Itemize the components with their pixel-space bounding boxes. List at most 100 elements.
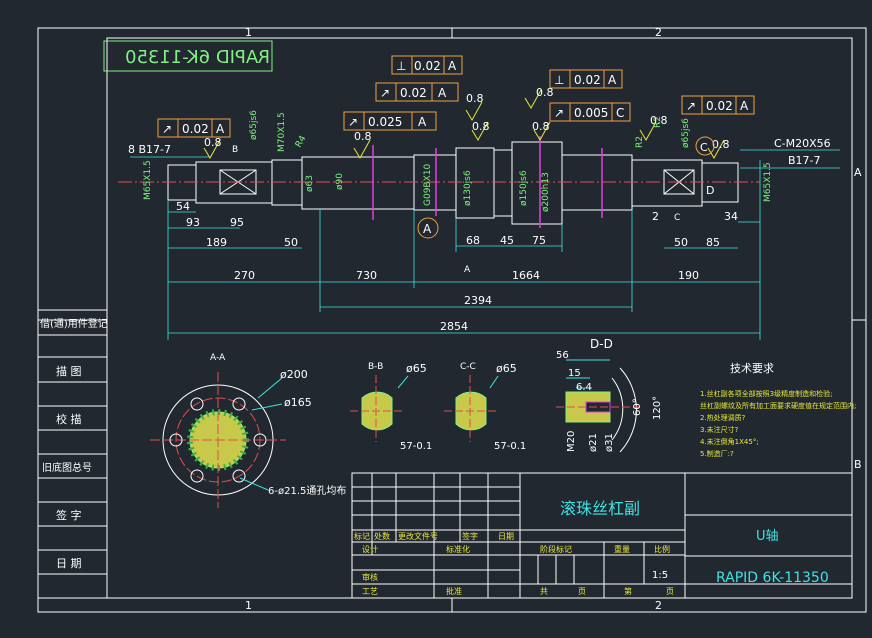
tb-weight: 重量 [614,544,630,554]
zone-2-top: 2 [655,26,662,39]
zone-2-bottom: 2 [655,599,662,612]
label-b17-right: B17-7 [788,154,821,167]
section-cc-dim: 57-0.1 [494,441,526,452]
section-bb-dia: ø65 [406,362,427,375]
note-line-6: 5.制造厂:? [700,449,734,458]
roughness-symbols [203,89,725,159]
tol3-sym: ↗ [348,115,358,129]
len-2394: 2394 [464,294,492,307]
tol3-ref: A [418,115,427,129]
rough-6: 0.8 [532,120,550,133]
tol5-ref: A [608,73,617,87]
len-95: 95 [230,216,244,229]
tb-approve: 批准 [446,586,462,596]
tolerance-frames [157,55,755,138]
len-68: 68 [466,234,480,247]
section-bb [350,375,409,442]
datum-a-circle [417,217,439,239]
strip-label-5: 签 字 [56,508,82,522]
section-dd-m20: M20 [566,431,577,452]
section-a-marker: A [464,265,471,275]
dim-63-left: ø63 [305,175,315,192]
tol7-sym: ↗ [686,99,696,113]
dim-m65-left: M65X1.5 [143,160,153,200]
section-cc-dia: ø65 [496,362,517,375]
section-dd-d21: ø21 [588,433,599,452]
section-aa-d200: ø200 [280,368,308,381]
tb-count: 处数 [374,531,390,541]
tol7-val: 0.02 [706,99,733,113]
tb-total: 共 [540,587,548,596]
title-drawing-number: RAPID 6K-11350 [716,570,829,586]
section-dd-120: 120° [652,396,663,420]
tb-stage: 阶段标记 [540,544,572,554]
section-c-marker: C [674,213,680,223]
tb-change: 更改文件号 [398,531,438,541]
tol2-sym: ↗ [380,86,390,100]
ball-screw-markers [372,136,603,228]
tb-mark: 标记 [354,531,370,541]
section-aa [150,372,286,508]
tol1-val: 0.02 [414,59,441,73]
rough-3: 0.8 [466,92,484,105]
tol5-val: 0.02 [574,73,601,87]
note-line-5: 4.未注倒角1X45°; [700,437,759,446]
label-b17-left: 8 B17-7 [128,143,171,156]
tol2-val: 0.02 [400,86,427,100]
zone-b-side: B [854,458,862,471]
len-50-right: 50 [674,236,688,249]
datum-c-circle [695,136,715,156]
dim-m70: M70X1.5 [277,112,287,152]
section-cc-title: C-C [460,362,476,372]
label-thread-right: C-M20X56 [774,137,831,150]
len-93: 93 [186,216,200,229]
datum-c-label: C [700,141,708,154]
dimension-lines [130,149,840,340]
len-2854: 2854 [440,320,468,333]
strip-label-2: 描 图 [56,364,82,378]
section-bb-title: B-B [368,362,383,372]
tb-page-2: 页 [666,587,674,596]
tb-process: 工艺 [362,587,378,596]
tol1-ref: A [448,59,457,73]
len-190: 190 [678,269,699,282]
dim-200: ø200h13 [541,172,551,212]
note-line-3: 2.热处理调质? [700,413,746,422]
dim-r2b: R2 [653,116,663,128]
note-line-4: 3.未注尺寸? [700,425,739,434]
section-d-marker: D [706,184,714,197]
tol4-val: 0.02 [182,122,209,136]
section-dd [556,359,640,453]
tb-sheet: 第 [624,586,632,596]
tol1-sym: ⊥ [396,59,406,73]
strip-label-4: 旧底图总号 [42,461,92,474]
dim-r2: R2 [635,136,645,148]
rough-4: 0.8 [472,120,490,133]
strip-label-3: 校 描 [56,412,82,426]
title-block-grid [351,472,853,599]
tol3-val: 0.025 [368,115,402,129]
section-dd-title: D-D [590,337,613,351]
tb-page: 页 [578,587,586,596]
note-line-1: 1.丝杠副各项全部按照3级精度制造和检验; [700,389,833,398]
rough-1: 0.8 [204,136,222,149]
rough-5: 0.8 [536,86,554,99]
dim-150: ø150js6 [519,170,529,206]
len-2: 2 [652,210,659,223]
section-bb-dim: 57-0.1 [400,441,432,452]
len-730: 730 [356,269,377,282]
section-dd-56: 56 [556,350,569,361]
dim-g09: G09BX10 [423,164,433,206]
len-85: 85 [706,236,720,249]
tb-standard: 标准化 [446,544,470,554]
tb-date: 日期 [498,532,514,541]
dim-65js6-left: ø65js6 [249,110,259,140]
dim-130: ø130js6 [463,170,473,206]
strip-label-6: 日 期 [56,557,82,570]
zone-a-side: A [854,166,862,179]
len-270: 270 [234,269,255,282]
tb-review: 审核 [362,572,378,582]
len-75: 75 [532,234,546,247]
tol2-ref: A [438,86,447,100]
